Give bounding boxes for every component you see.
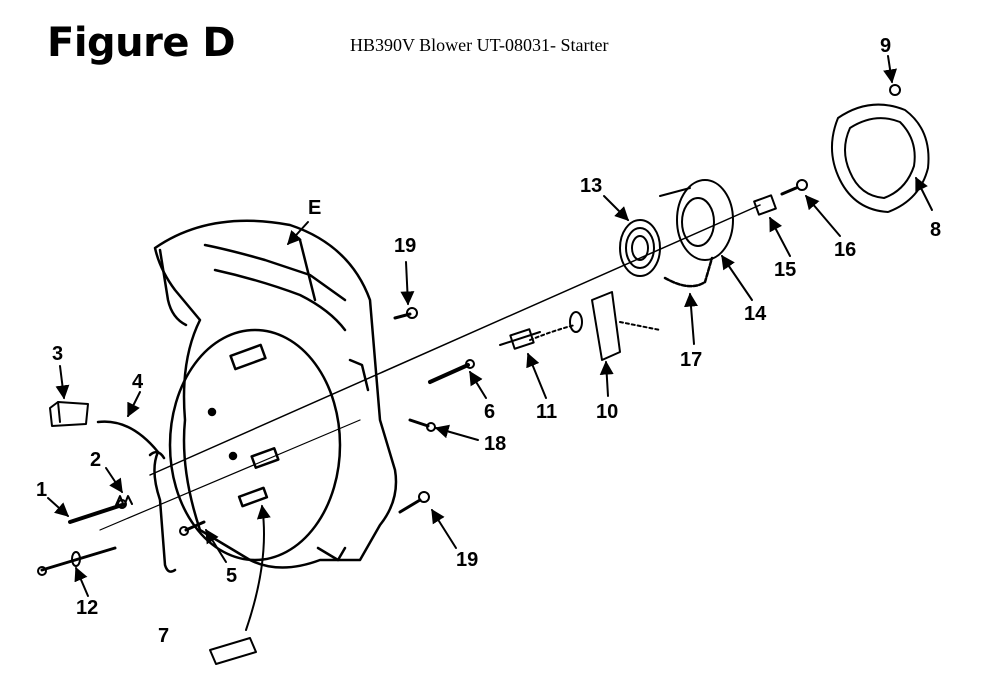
callout-1: 1: [36, 479, 47, 501]
starter-rope[interactable]: [663, 256, 714, 288]
callout-8: 8: [930, 219, 941, 241]
callout-9: 9: [880, 35, 891, 57]
screw-19-lower[interactable]: [398, 491, 430, 514]
pawl[interactable]: [753, 194, 777, 216]
gasket[interactable]: [830, 103, 930, 213]
recoil-spring[interactable]: [619, 219, 661, 277]
pad-part[interactable]: [209, 637, 257, 665]
callout-arrows: [47, 55, 933, 631]
screw-5[interactable]: [179, 520, 206, 536]
callout-10: 10: [596, 401, 618, 423]
callout-14: 14: [744, 303, 767, 325]
callout-4: 4: [132, 371, 144, 393]
callout-2: 2: [90, 449, 101, 471]
screw-19-upper[interactable]: [393, 307, 418, 320]
pin-axis-line: [99, 419, 361, 531]
fan-housing[interactable]: [153, 219, 398, 569]
callout-6: 6: [484, 401, 495, 423]
screw-16[interactable]: [780, 179, 808, 196]
callout-3: 3: [52, 343, 63, 365]
assembly-axis-line: [149, 204, 761, 476]
figure-title: HB390V Blower UT-08031- Starter: [350, 35, 609, 55]
callout-5: 5: [226, 565, 237, 587]
starter-handle[interactable]: [569, 291, 661, 361]
callout-18: 18: [484, 433, 506, 455]
block-part[interactable]: [49, 401, 89, 427]
screw-18[interactable]: [408, 418, 436, 432]
screw-9[interactable]: [889, 84, 901, 96]
callout-13: 13: [580, 175, 602, 197]
rope-guide[interactable]: [499, 324, 576, 350]
callout-15: 15: [774, 259, 796, 281]
callout-19-lower: 19: [456, 549, 478, 571]
callout-17: 17: [680, 349, 702, 371]
callout-E: E: [308, 197, 321, 219]
washer-pin[interactable]: [37, 546, 117, 576]
throttle-wire[interactable]: [96, 420, 177, 573]
callout-7: 7: [158, 625, 169, 647]
pulley[interactable]: [659, 179, 734, 261]
callout-16: 16: [834, 239, 856, 261]
callout-11: 11: [536, 401, 557, 423]
spring-part[interactable]: [115, 495, 133, 507]
callout-12: 12: [76, 597, 98, 619]
figure-label: Figure D: [47, 20, 236, 66]
callout-19-upper: 19: [394, 235, 416, 257]
shaft-bolt[interactable]: [428, 359, 475, 384]
